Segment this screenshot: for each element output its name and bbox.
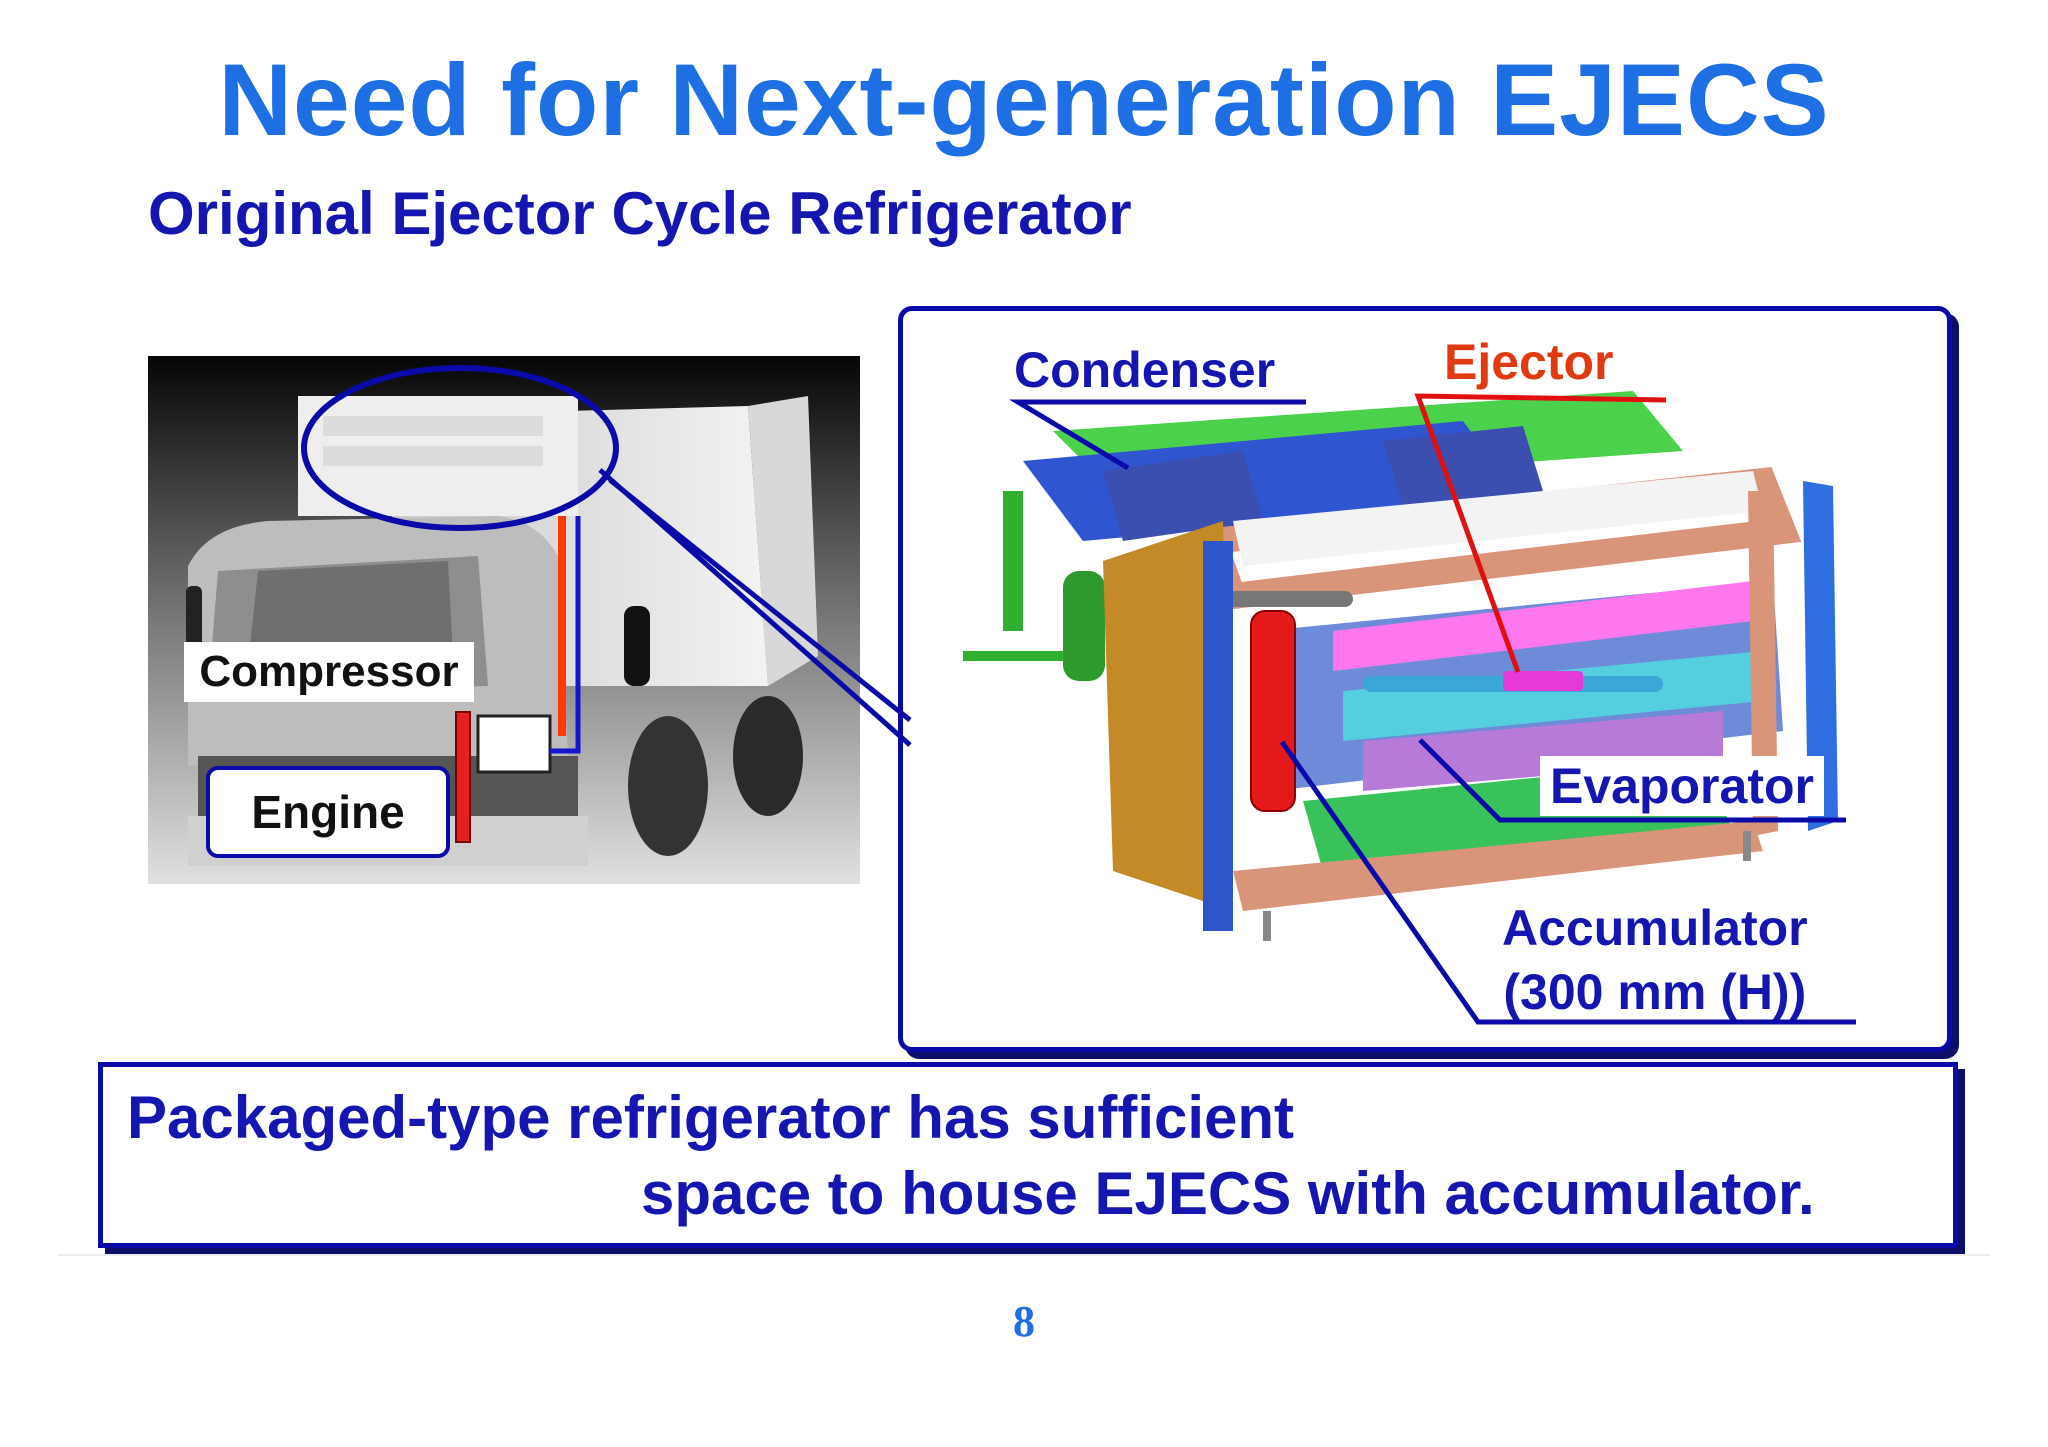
- conclusion-line-2: space to house EJECS with accumulator.: [641, 1160, 1815, 1227]
- accumulator-size: (300 mm (H)): [1503, 964, 1807, 1020]
- engine-label: Engine: [206, 766, 450, 858]
- accumulator-name: Accumulator: [1502, 900, 1808, 956]
- footer-divider: [58, 1254, 1990, 1256]
- conclusion-box: Packaged-type refrigerator has sufficien…: [98, 1062, 1958, 1248]
- slide-title: Need for Next-generation EJECS: [218, 43, 1830, 157]
- accumulator-label: Accumulator (300 mm (H)): [1502, 896, 1808, 1024]
- slide-subtitle: Original Ejector Cycle Refrigerator: [148, 180, 1132, 247]
- evaporator-label: Evaporator: [1540, 756, 1824, 816]
- page-number: 8: [1013, 1297, 1035, 1346]
- conclusion-line-1: Packaged-type refrigerator has sufficien…: [127, 1084, 1295, 1151]
- condenser-label: Condenser: [1014, 342, 1276, 398]
- ejector-label: Ejector: [1444, 334, 1614, 390]
- compressor-label: Compressor: [184, 642, 474, 702]
